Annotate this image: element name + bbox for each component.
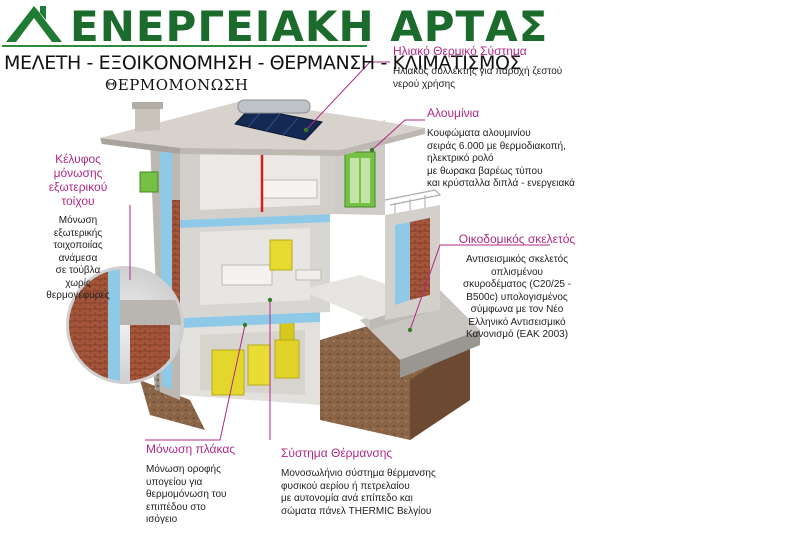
callout-description: Κουφώματα αλουμινίου σειράς 6.000 με θερ…	[427, 128, 575, 189]
callout-heating-system: Σύστημα Θέρμανσης Μονοσωλήνιο σύστημα θέ…	[281, 446, 461, 518]
callout-description: Μόνωση οροφής υπογείου για θερμομόνωση τ…	[146, 464, 227, 525]
callout-title: Ηλιακό Θερμικό Σύστημα	[393, 44, 527, 58]
callout-building-frame: Οικοδομικός σκελετός Αντισεισμικός σκελε…	[452, 232, 582, 342]
callout-slab-insulation: Μόνωση πλάκας Μόνωση οροφής υπογείου για…	[146, 442, 256, 527]
brand-header: ΕΝΕΡΓΕΙΑΚΗ ΑΡΤΑΣ ΜΕΛΕΤΗ - ΕΞΟΙΚΟΝΟΜΗΣΗ -…	[0, 0, 547, 100]
brand-name: ΕΝΕΡΓΕΙΑΚΗ ΑΡΤΑΣ	[70, 2, 549, 51]
callout-solar: Ηλιακό Θερμικό Σύστημα Ηλιακός συλλέκτης…	[393, 44, 593, 91]
brand-subline: ΘΕΡΜΟΜΟΝΩΣΗ	[105, 76, 249, 94]
callout-title: Σύστημα Θέρμανσης	[281, 446, 393, 460]
callout-description: Ηλιακός συλλέκτης για παροχή ζεστού νερο…	[393, 66, 563, 90]
callout-title: Κέλυφος μόνωσης εξωτερικού τοίχου	[48, 152, 108, 208]
callout-wall-shell: Κέλυφος μόνωσης εξωτερικού τοίχου Μόνωση…	[38, 152, 118, 303]
brand-tagline: ΜΕΛΕΤΗ - ΕΞΟΙΚΟΝΟΜΗΣΗ - ΘΕΡΜΑΝΣΗ - ΚΛΙΜΑ…	[4, 52, 522, 74]
callout-aluminium: Αλουμίνια Κουφώματα αλουμινίου σειράς 6.…	[427, 106, 607, 191]
callout-title: Μόνωση πλάκας	[146, 442, 236, 456]
house-roof-logo	[6, 6, 62, 42]
callout-title: Αλουμίνια	[427, 106, 480, 120]
callout-description: Αντισεισμικός σκελετός οπλισμένου σκυροδ…	[462, 254, 572, 340]
callout-title: Οικοδομικός σκελετός	[458, 232, 576, 246]
callout-description: Μόνωση εξωτερικής τοιχοποιίας ανάμεσα σε…	[46, 215, 110, 301]
callout-description: Μονοσωλήνιο σύστημα θέρμανσης φυσικού αε…	[281, 468, 436, 517]
brand-divider	[2, 45, 367, 47]
